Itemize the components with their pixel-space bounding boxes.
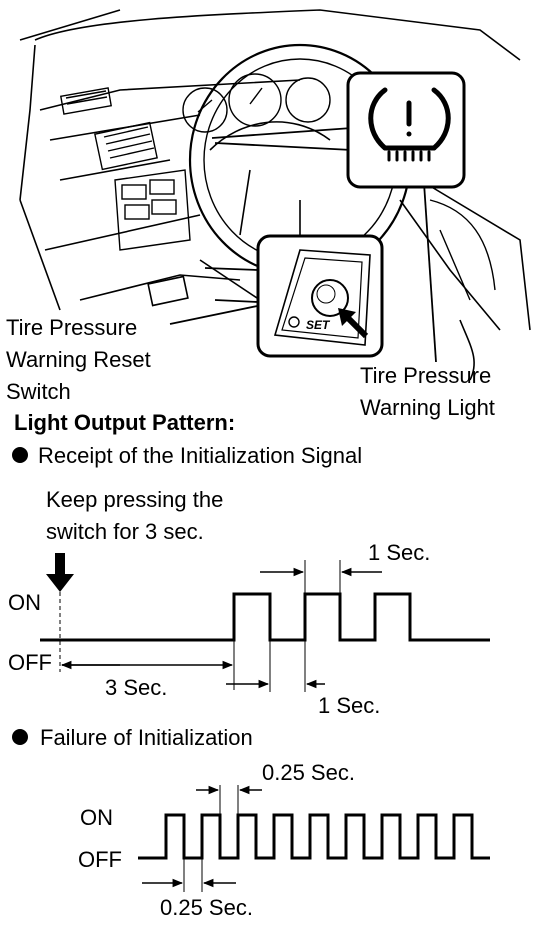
- instrument-gauges: [182, 73, 331, 133]
- switch-panel: [114, 169, 191, 251]
- air-vent: [59, 87, 158, 171]
- warning-light-label-1: Tire Pressure: [360, 363, 491, 388]
- on-label-1: ON: [8, 590, 41, 615]
- tire-pressure-warning-icon: [368, 87, 451, 162]
- one-sec-bottom-label: 1 Sec.: [318, 693, 380, 718]
- reset-button: [311, 279, 349, 317]
- callout-pointers: [169, 127, 437, 363]
- warning-light-callout: [346, 71, 466, 189]
- off-label-2: OFF: [78, 847, 122, 872]
- reset-switch-label-1: Tire Pressure: [6, 315, 137, 340]
- keep-pressing-line-2: switch for 3 sec.: [46, 519, 204, 544]
- off-label-1: OFF: [8, 650, 52, 675]
- quarter-sec-top-label: 0.25 Sec.: [262, 760, 355, 785]
- fuse-cover: [147, 275, 189, 307]
- bullet-icon: [12, 729, 28, 745]
- press-arrow-icon: [345, 315, 369, 339]
- press-start-arrow-icon: [46, 553, 74, 592]
- reset-switch-label-3: Switch: [6, 379, 71, 404]
- three-sec-label: 3 Sec.: [105, 675, 167, 700]
- receipt-signal-waveform: [40, 592, 490, 642]
- dashboard-illustration: [19, 9, 531, 381]
- quarter-sec-bottom-label: 0.25 Sec.: [160, 895, 253, 920]
- failure-title: Failure of Initialization: [40, 725, 253, 750]
- bullet-icon: [12, 447, 28, 463]
- switch-marking: SET: [306, 318, 331, 332]
- tpms-small-icon: [288, 316, 300, 328]
- reset-switch-callout: SET: [256, 234, 384, 358]
- reset-switch-label-2: Warning Reset: [6, 347, 151, 372]
- keep-pressing-line-1: Keep pressing the: [46, 487, 223, 512]
- pattern-heading: Light Output Pattern:: [14, 410, 235, 435]
- on-label-2: ON: [80, 805, 113, 830]
- receipt-title: Receipt of the Initialization Signal: [38, 443, 362, 468]
- warning-light-label-2: Warning Light: [360, 395, 495, 420]
- failure-signal-waveform: [138, 813, 490, 860]
- one-sec-top-label: 1 Sec.: [368, 540, 430, 565]
